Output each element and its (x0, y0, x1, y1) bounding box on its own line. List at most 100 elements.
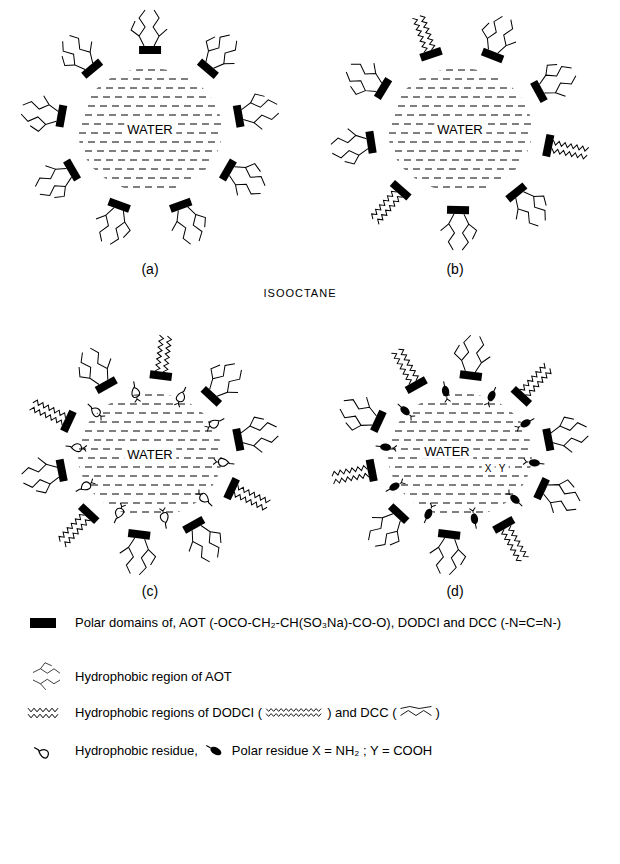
surfactant-molecule (359, 499, 415, 556)
polar-residue (519, 418, 532, 430)
aot-tail (213, 40, 241, 71)
peptide-residue (384, 478, 406, 494)
aot-tail (370, 63, 380, 73)
water-dash (70, 169, 230, 170)
surfactant-molecule (366, 180, 412, 228)
polar-residue (529, 459, 541, 467)
peptide-residue (514, 415, 536, 431)
polar-residue (441, 385, 450, 397)
water-dash (380, 88, 540, 89)
aot-tail (448, 214, 455, 250)
peptide-residue (111, 502, 127, 524)
terminal-group (97, 413, 105, 421)
residue-bond (386, 489, 390, 491)
dodci-tail (331, 465, 367, 476)
terminal-group (88, 479, 95, 487)
aot-tail (523, 189, 550, 221)
polar-head (374, 77, 392, 100)
hydrophobic-residue (175, 385, 189, 403)
polar-head (366, 459, 378, 482)
panel-label: (b) (446, 262, 463, 277)
water-dash (380, 106, 540, 107)
aot-tail (89, 346, 112, 380)
surfactant-molecule (117, 528, 158, 576)
aot-tail (248, 415, 264, 426)
aot-tail (344, 155, 360, 165)
aot-tail (372, 512, 383, 523)
aot-tail (21, 462, 57, 475)
aot-tail (484, 14, 503, 50)
water-dash (380, 151, 540, 152)
aot-tail (241, 98, 277, 110)
aot-tail (430, 546, 439, 554)
surfactant-molecule (440, 206, 477, 251)
water-dash (380, 142, 540, 143)
aot-tail (534, 191, 550, 208)
aot-tail (547, 480, 582, 501)
aot-tail (125, 537, 135, 573)
polar-residue (486, 390, 497, 403)
aot-tail (375, 520, 404, 550)
aot-tail (41, 684, 46, 690)
aot-tail (246, 161, 263, 175)
water-dash (70, 97, 230, 98)
surfactant-molecule (52, 27, 108, 84)
aot-tail (550, 421, 586, 434)
surfactant-molecule (89, 196, 138, 250)
polar-head (128, 529, 151, 540)
dodci-tail (236, 485, 271, 504)
aot-tail (240, 421, 276, 434)
aot-tail (542, 61, 559, 75)
peptide-residue (484, 385, 499, 407)
aot-tail (387, 531, 403, 547)
water-label: WATER (421, 445, 473, 459)
dodci-tail (525, 368, 553, 397)
aot-tail (348, 128, 356, 137)
water-dash (70, 106, 230, 107)
polar-residue (470, 513, 479, 525)
aot-tail (20, 114, 56, 126)
legend-samples (28, 618, 431, 759)
aot-tail (35, 484, 51, 495)
terminal-group (118, 503, 126, 510)
surfactant-molecule (329, 125, 378, 167)
aot-tail (207, 362, 223, 378)
aot-tail (350, 60, 384, 84)
terminal-group (407, 413, 415, 421)
water-dash (70, 512, 230, 513)
water-dash (380, 187, 540, 188)
dodci-tail (391, 351, 412, 385)
dodci-sample (28, 708, 58, 712)
water-dash (70, 160, 230, 161)
surfactant-molecule (526, 56, 582, 109)
aot-tail (363, 397, 373, 407)
surfactant-molecule (231, 413, 281, 457)
aot-tail (97, 206, 115, 242)
polar-head (542, 134, 554, 157)
aot-tail (541, 493, 576, 514)
surfactant-molecule (131, 10, 167, 54)
aot-tail (187, 205, 205, 241)
aot-tail (76, 365, 90, 382)
surfactant-molecule (427, 528, 468, 576)
water-dash (380, 494, 540, 495)
water-dash (70, 467, 230, 468)
surfactant-molecule (541, 413, 591, 457)
aot-tail (30, 122, 46, 132)
water-dash (380, 404, 540, 405)
surfactant-molecule (339, 53, 395, 107)
peptide-residue (85, 401, 106, 421)
terminal-group (444, 397, 451, 403)
polar-residue-sample (205, 742, 223, 757)
aot-tail (23, 100, 59, 112)
aot-tail (170, 221, 180, 230)
aot-tail (254, 121, 262, 130)
aot-tail (512, 197, 539, 229)
polar-head (149, 370, 172, 381)
aot-tail (234, 163, 268, 186)
aot-tail (512, 209, 523, 219)
water-dash (70, 440, 230, 441)
water-label: WATER (124, 448, 176, 462)
surfactant-molecule (19, 453, 69, 497)
